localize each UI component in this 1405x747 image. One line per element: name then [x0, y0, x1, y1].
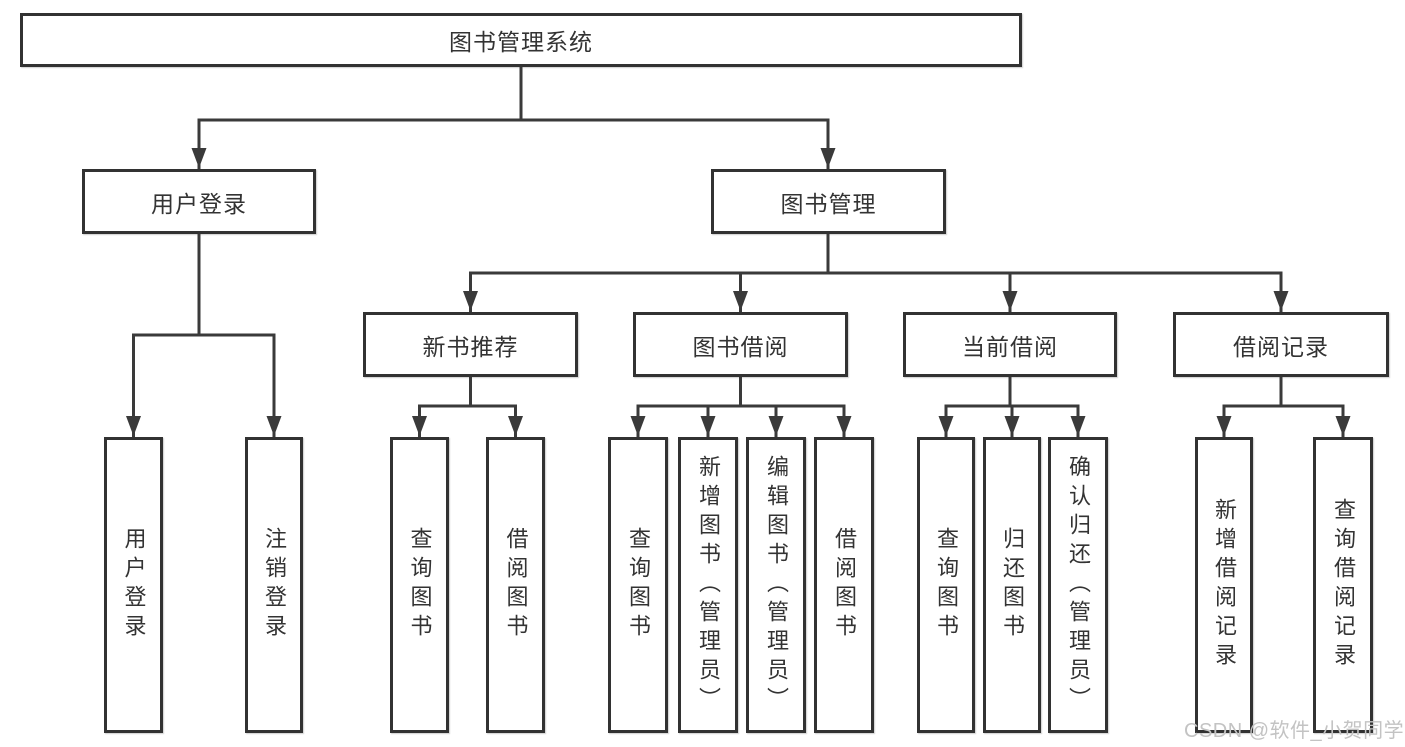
leaf-query-books-recommend: 查询图书	[390, 437, 449, 733]
node-borrow-records: 借阅记录	[1173, 312, 1389, 377]
leaf-user-login: 用户登录	[104, 437, 163, 733]
leaf-borrow-books-recommend: 借阅图书	[486, 437, 545, 733]
leaf-query-borrow-record: 查询借阅记录	[1313, 437, 1373, 733]
leaf-add-books-admin: 新增图书（管理员）	[678, 437, 738, 733]
csdn-watermark: CSDN @软件_小贺同学	[1184, 720, 1405, 742]
node-new-book-recommend: 新书推荐	[363, 312, 578, 377]
node-book-borrow: 图书借阅	[633, 312, 848, 377]
leaf-query-books-borrow: 查询图书	[608, 437, 668, 733]
leaf-confirm-return-admin: 确认归还（管理员）	[1048, 437, 1108, 733]
leaf-return-books: 归还图书	[983, 437, 1041, 733]
leaf-edit-books-admin: 编辑图书（管理员）	[746, 437, 806, 733]
leaf-query-books-current: 查询图书	[917, 437, 975, 733]
leaf-borrow-books-borrow: 借阅图书	[814, 437, 874, 733]
node-root-system: 图书管理系统	[20, 13, 1022, 67]
node-current-borrow: 当前借阅	[903, 312, 1117, 377]
leaf-logout: 注销登录	[245, 437, 303, 733]
node-book-management: 图书管理	[711, 169, 946, 234]
node-user-login: 用户登录	[82, 169, 316, 234]
leaf-add-borrow-record: 新增借阅记录	[1195, 437, 1253, 733]
